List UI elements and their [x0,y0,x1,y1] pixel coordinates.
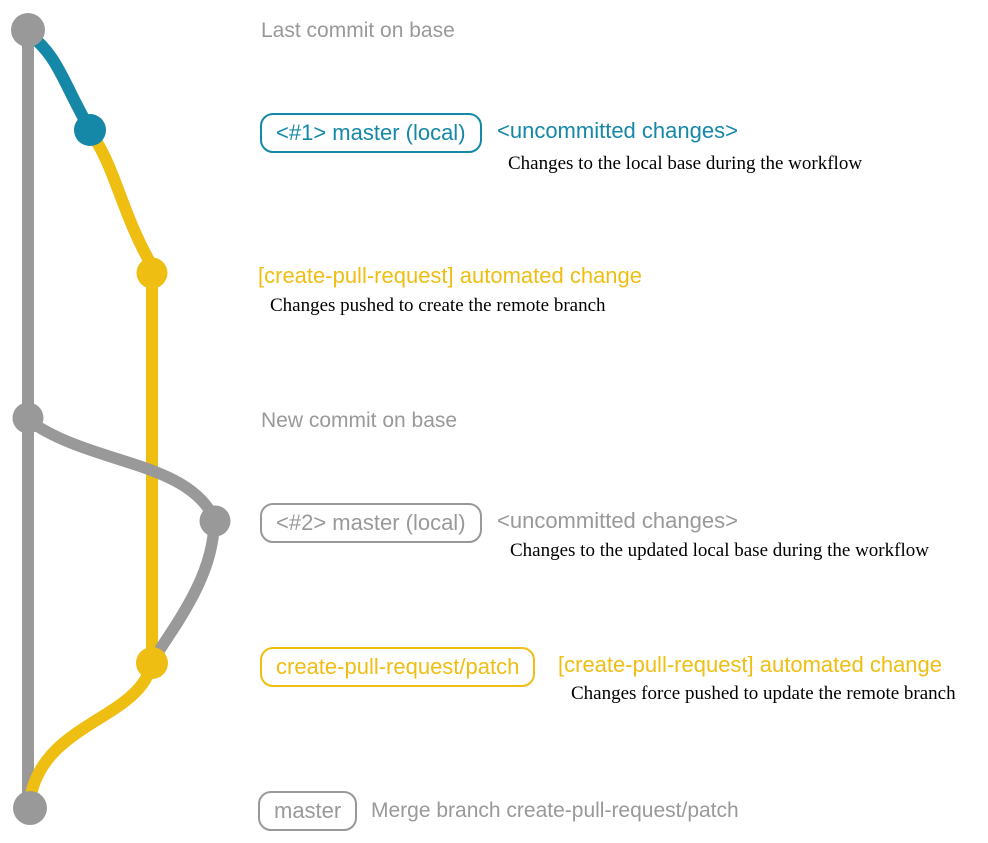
annotation-uncommitted-1: <uncommitted changes> [497,118,738,143]
commit-node-merge [13,791,47,825]
branch-badge-master-local-1: <#1> master (local) [260,113,482,153]
uncommitted-edge-2 [22,414,220,524]
annotation-merge: Merge branch create-pull-request/patch [371,799,739,822]
annotation-automated-change-1: [create-pull-request] automated change [258,263,643,288]
branch-badge-patch: create-pull-request/patch [260,647,536,687]
annotation-automated-change-1-desc: Changes pushed to create the remote bran… [270,295,606,316]
annotation-automated-change-2: [create-pull-request] automated change [558,652,943,677]
annotation-automated-change-2-desc: Changes force pushed to update the remot… [571,683,956,704]
commit-node-force-pushed [136,647,168,679]
uncommitted-edge-1 [22,27,94,132]
push-edge-1 [84,126,157,270]
annotation-last-commit: Last commit on base [261,19,455,42]
commit-node-uncommitted-2 [199,505,231,537]
branch-badge-master-local-2: <#2> master (local) [260,503,482,543]
commit-node-new-base [12,402,44,434]
force-push-edge [147,516,220,666]
commit-node-pushed [136,257,168,289]
branch-badge-master: master [258,791,358,831]
annotation-uncommitted-2: <uncommitted changes> [497,508,738,533]
annotation-uncommitted-1-desc: Changes to the local base during the wor… [508,153,863,174]
commit-node-uncommitted-1 [74,114,106,146]
annotation-uncommitted-2-desc: Changes to the updated local base during… [510,540,929,561]
commit-node-last-base [11,13,45,47]
merge-edge [24,657,158,806]
annotation-new-commit: New commit on base [261,409,458,432]
